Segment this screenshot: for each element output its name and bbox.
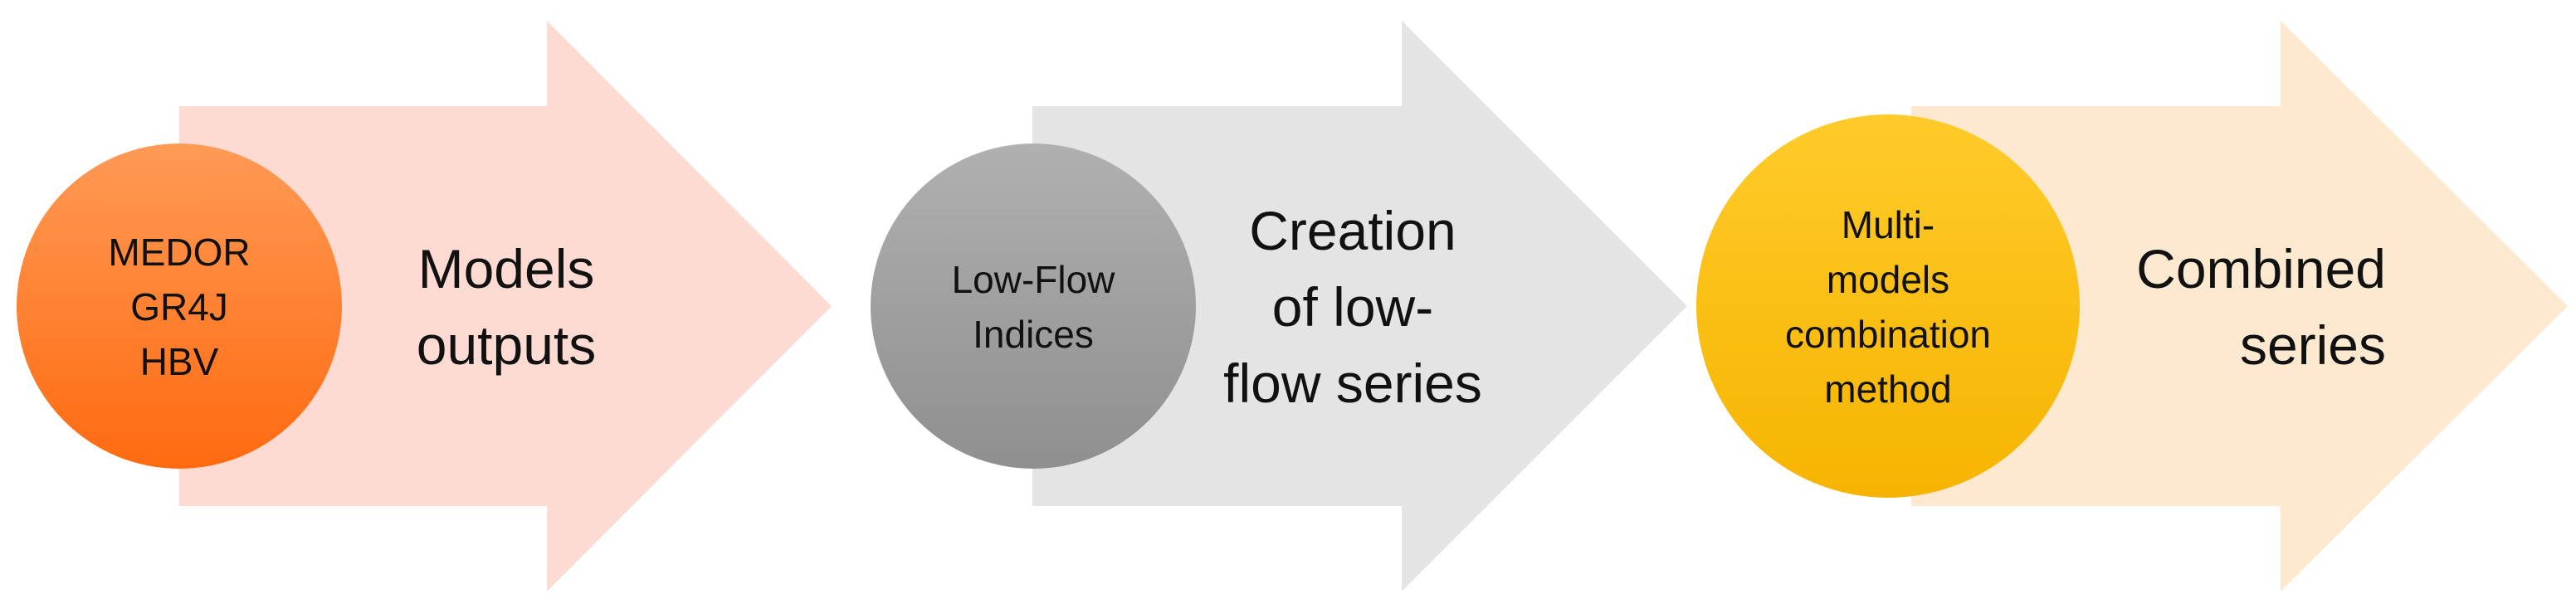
circle-3-line-2: models (1826, 258, 1950, 301)
arrow-1-label: Models outputs (365, 199, 647, 415)
circle-2-line-2: Indices (973, 313, 1094, 356)
arrow-3-label: Combined series (2079, 199, 2386, 415)
arrow-1-line-1: Models (417, 238, 595, 299)
arrow-2-line-3: flow series (1223, 353, 1482, 414)
circle-3-line-1: Multi- (1841, 203, 1935, 246)
arrow-2-label: Creation of low- flow series (1187, 182, 1519, 431)
arrow-2-line-2: of low- (1271, 276, 1434, 338)
circle-1-line-1: MEDOR (108, 231, 251, 274)
circle-1-line-2: GR4J (130, 285, 228, 328)
circle-3-line-3: combination (1784, 313, 1992, 356)
circle-3-line-4: method (1824, 367, 1952, 411)
circle-1-label: MEDOR GR4J HBV (33, 158, 325, 456)
arrow-1-line-2: outputs (416, 314, 597, 376)
circle-2-label: Low-Flow Indices (887, 158, 1179, 456)
circle-1 (17, 144, 342, 469)
arrow-3 (1911, 21, 2568, 591)
circle-1-line-3: HBV (139, 340, 219, 383)
arrow-2 (1032, 21, 1687, 591)
arrow-2-line-1: Creation (1249, 200, 1456, 261)
circle-3 (1696, 114, 2080, 498)
circle-2-line-1: Low-Flow (951, 258, 1115, 301)
arrow-3-line-2: series (2239, 314, 2386, 376)
circle-2 (871, 144, 1196, 469)
arrow-3-line-1: Combined (2136, 238, 2386, 299)
circle-3-label: Multi- models combination method (1730, 141, 2046, 473)
arrow-1 (179, 21, 832, 591)
